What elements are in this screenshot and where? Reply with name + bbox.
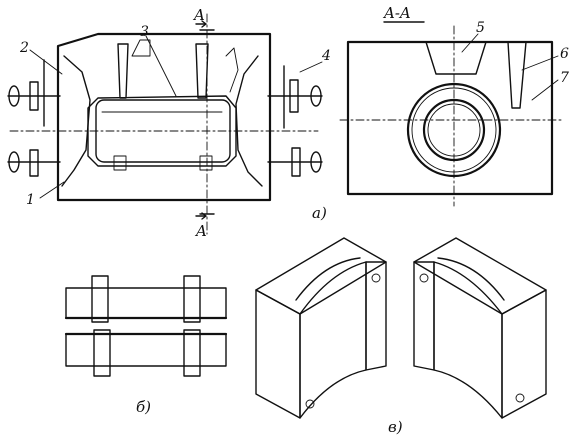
label-part-7: 7: [560, 70, 569, 86]
label-section-top: A: [192, 6, 205, 24]
label-fig-v: в): [388, 418, 403, 436]
clamp-left-top: [7, 59, 61, 127]
mold-half-right: [413, 237, 547, 419]
mold-side-section: [339, 21, 563, 207]
core-half-bottom: [65, 333, 227, 367]
clamp-right-bottom: [267, 147, 323, 177]
label-part-5: 5: [476, 20, 485, 36]
label-fig-a: а): [312, 204, 327, 222]
label-part-3: 3: [140, 24, 149, 40]
label-section-title: A-A: [382, 4, 411, 22]
label-fig-b: б): [136, 398, 151, 416]
label-part-2: 2: [19, 40, 29, 56]
label-part-4: 4: [321, 48, 331, 64]
label-part-6: 6: [560, 46, 569, 62]
clamp-right-top: [267, 65, 323, 129]
label-part-1: 1: [26, 192, 35, 208]
label-section-bottom: A: [194, 222, 207, 240]
core-half-top: [65, 287, 227, 319]
core-pieces: [64, 275, 228, 377]
mold-half-left: [255, 237, 387, 419]
mold-front-section: [7, 13, 323, 235]
clamp-left-bottom: [7, 149, 61, 177]
